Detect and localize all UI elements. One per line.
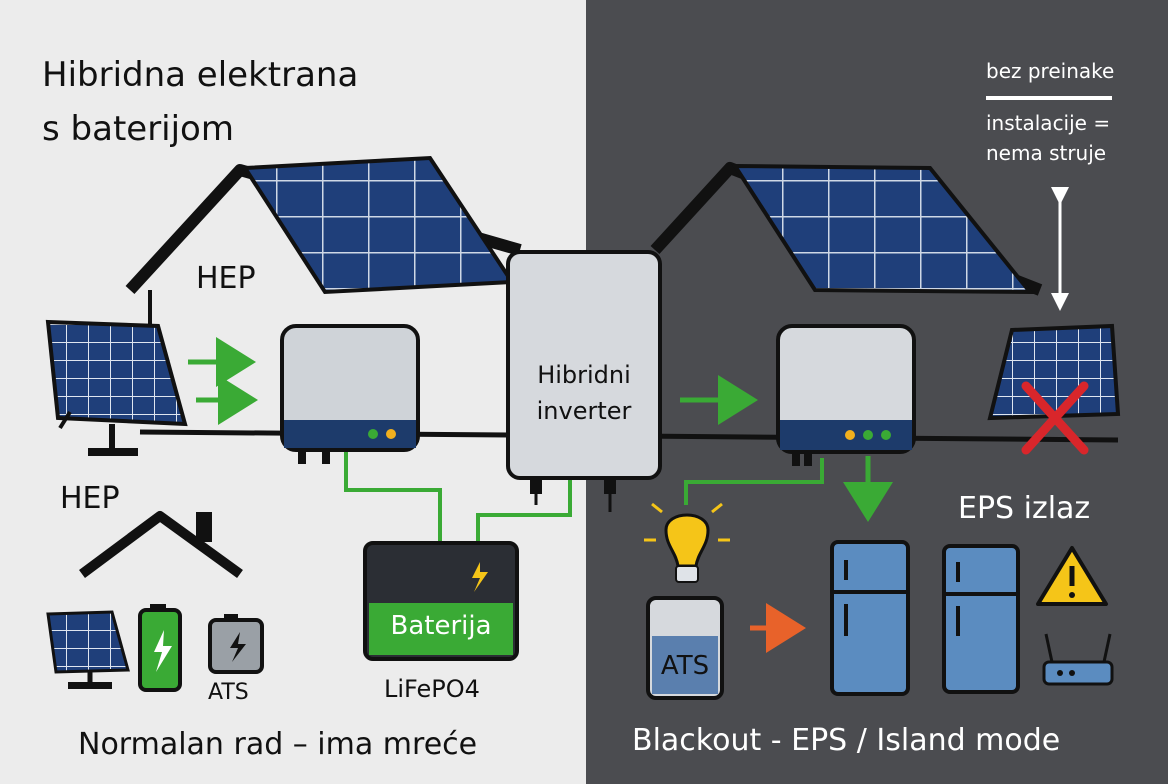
title-line2: s baterijom [42,109,234,149]
grid-label-top: HEP [196,261,256,296]
note-line1: bez preinake [986,59,1115,83]
battery-type: LiFePO4 [384,675,480,703]
left-solar-panel-icon [45,319,188,456]
hybrid-inverter-icon [506,250,662,512]
cable-eps-bulb [684,458,824,505]
battery-icon [363,541,519,661]
note-line2: instalacije = [986,111,1111,135]
left-ats-label: ATS [208,680,249,705]
right-solar-panel-icon [987,323,1121,421]
small-ats-icon [208,614,264,674]
right-footer: Blackout - EPS / Island mode [632,723,1061,758]
eps-label: EPS izlaz [958,491,1091,526]
fridge-icon [830,540,910,696]
right-ats-icon [646,596,724,700]
title-line1: Hibridna elektrana [42,55,359,95]
cable-inverter-battery [344,452,442,545]
right-roof-solar-panel [731,163,1035,295]
small-solar-panel-icon [46,610,130,689]
cross-icon [1021,381,1089,455]
bulb-icon [644,502,730,583]
right-inverter-icon [776,324,916,466]
warning-icon [1036,546,1108,606]
battery-label: Baterija [390,611,492,641]
cable-hybrid-battery [476,480,572,545]
grid-label-bottom: HEP [60,481,120,516]
left-footer: Normalan rad – ima mreće [78,727,478,762]
fridge-icon [942,544,1020,694]
left-inverter-icon [280,324,420,464]
right-ats-label: ATS [660,651,710,681]
small-battery-icon [138,604,182,692]
note-line3: nema struje [986,141,1107,165]
hybrid-inverter-line1: Hibridni [537,361,631,389]
hybrid-inverter-line2: inverter [536,397,632,425]
router-icon [1042,633,1114,686]
grid-house-icon [79,511,243,579]
